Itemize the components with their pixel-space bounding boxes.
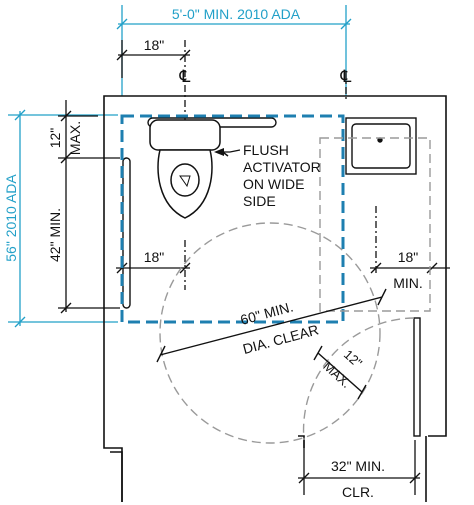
door-12-dim bbox=[313, 345, 367, 400]
door-12-line bbox=[317, 352, 363, 393]
centerline-symbol-left: ℄ bbox=[179, 67, 191, 86]
centerline-symbol-right: ℄ bbox=[340, 67, 352, 86]
walls bbox=[103, 95, 447, 502]
ada-tick bbox=[116, 18, 128, 30]
door-32-label: 32" MIN. bbox=[331, 458, 385, 474]
ada-tick bbox=[14, 316, 26, 328]
lavatory-icon bbox=[345, 117, 417, 175]
dim-18-right-label: 18" bbox=[398, 249, 419, 265]
dim-max-left-label: MAX. bbox=[67, 121, 83, 155]
turning-circle bbox=[159, 222, 381, 444]
dim-tick bbox=[60, 110, 72, 122]
wall-outline bbox=[103, 95, 447, 502]
dim-tick bbox=[298, 472, 310, 484]
black-dimensions bbox=[58, 40, 450, 495]
top-ada-label: 5'-0" MIN. 2010 ADA bbox=[172, 6, 301, 22]
lav-basin bbox=[351, 123, 411, 169]
door-swing-arc bbox=[302, 317, 415, 441]
dim-tick bbox=[426, 262, 438, 274]
flush-label-1: FLUSH bbox=[243, 142, 289, 158]
flush-label-4: SIDE bbox=[243, 193, 276, 209]
dim-tick bbox=[179, 262, 191, 274]
toilet-drain bbox=[179, 175, 191, 188]
dim-18-top-label: 18" bbox=[144, 37, 165, 53]
dim-tick bbox=[313, 345, 323, 361]
toilet-seat-opening bbox=[170, 163, 200, 197]
ada-tick bbox=[14, 109, 26, 121]
side-grab-bar bbox=[122, 157, 131, 309]
door bbox=[302, 317, 421, 441]
diameter-line bbox=[156, 288, 387, 363]
lav-clear-space bbox=[319, 137, 431, 312]
flush-label-2: ACTIVATOR bbox=[243, 159, 321, 175]
gray-dashed bbox=[159, 137, 431, 444]
dim-42-min-label: 42" MIN. bbox=[47, 208, 63, 262]
door-12-label: 12" bbox=[341, 347, 365, 371]
dim-18-mid-label: 18" bbox=[144, 249, 165, 265]
toilet-clear-floor-space bbox=[120, 114, 345, 324]
wall-left-jamb bbox=[110, 451, 123, 502]
diameter-dim-line bbox=[159, 296, 383, 356]
dim-tick bbox=[377, 288, 387, 306]
ada-dimensions bbox=[8, 5, 352, 328]
door-clr-label: CLR. bbox=[342, 484, 374, 500]
dim-tick bbox=[116, 49, 128, 61]
dim-tick bbox=[179, 49, 191, 61]
dim-tick bbox=[409, 472, 421, 484]
dim-tick bbox=[60, 152, 72, 164]
dim-min-right-label: MIN. bbox=[393, 275, 423, 291]
toilet-icon bbox=[149, 119, 229, 219]
left-ada-label: 56" 2010 ADA bbox=[3, 174, 19, 262]
circle-label-1: 60" MIN. bbox=[239, 298, 295, 327]
dim-tick bbox=[60, 302, 72, 314]
dim-tick bbox=[357, 384, 367, 400]
flush-label-3: ON WIDE bbox=[243, 176, 304, 192]
dim-12-label: 12" bbox=[47, 128, 63, 149]
wall-stub bbox=[298, 435, 305, 448]
door-leaf bbox=[413, 317, 421, 437]
ada-tick bbox=[340, 18, 352, 30]
flush-arrow-icon bbox=[214, 148, 224, 156]
toilet-tank bbox=[149, 119, 221, 151]
circle-label-2: DIA. CLEAR bbox=[241, 321, 320, 357]
dim-tick bbox=[156, 345, 166, 363]
